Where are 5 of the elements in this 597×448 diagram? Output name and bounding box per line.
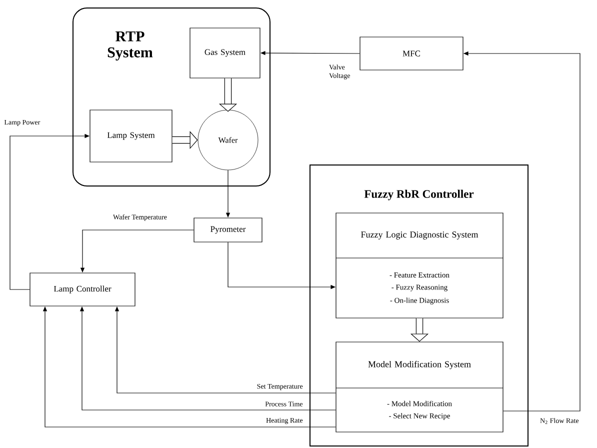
block-box: Pyrometer — [194, 218, 262, 242]
block-box: Gas System — [190, 28, 260, 78]
block-box: Lamp Controller — [30, 272, 136, 306]
block-box: MFC — [360, 36, 464, 70]
block-box: Lamp System — [90, 110, 172, 162]
